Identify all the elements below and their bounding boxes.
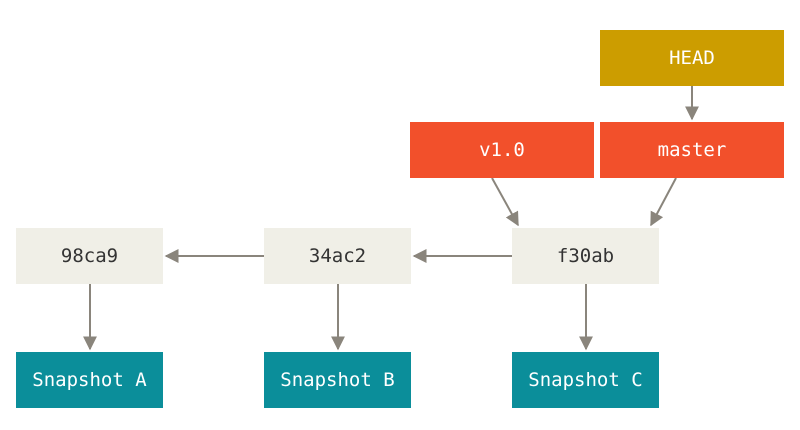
snapshot-node: Snapshot A	[16, 352, 163, 408]
snapshot-node: Snapshot C	[512, 352, 659, 408]
snapshot-node: Snapshot B	[264, 352, 411, 408]
tag-ref: v1.0	[410, 122, 594, 178]
arrow-tag-to-commit	[491, 177, 519, 227]
head-pointer: HEAD	[600, 30, 784, 86]
commit-node: 34ac2	[264, 228, 411, 284]
arrow-master-to-commit	[650, 177, 677, 227]
commit-node: 98ca9	[16, 228, 163, 284]
branch-ref: master	[600, 122, 784, 178]
commit-node: f30ab	[512, 228, 659, 284]
